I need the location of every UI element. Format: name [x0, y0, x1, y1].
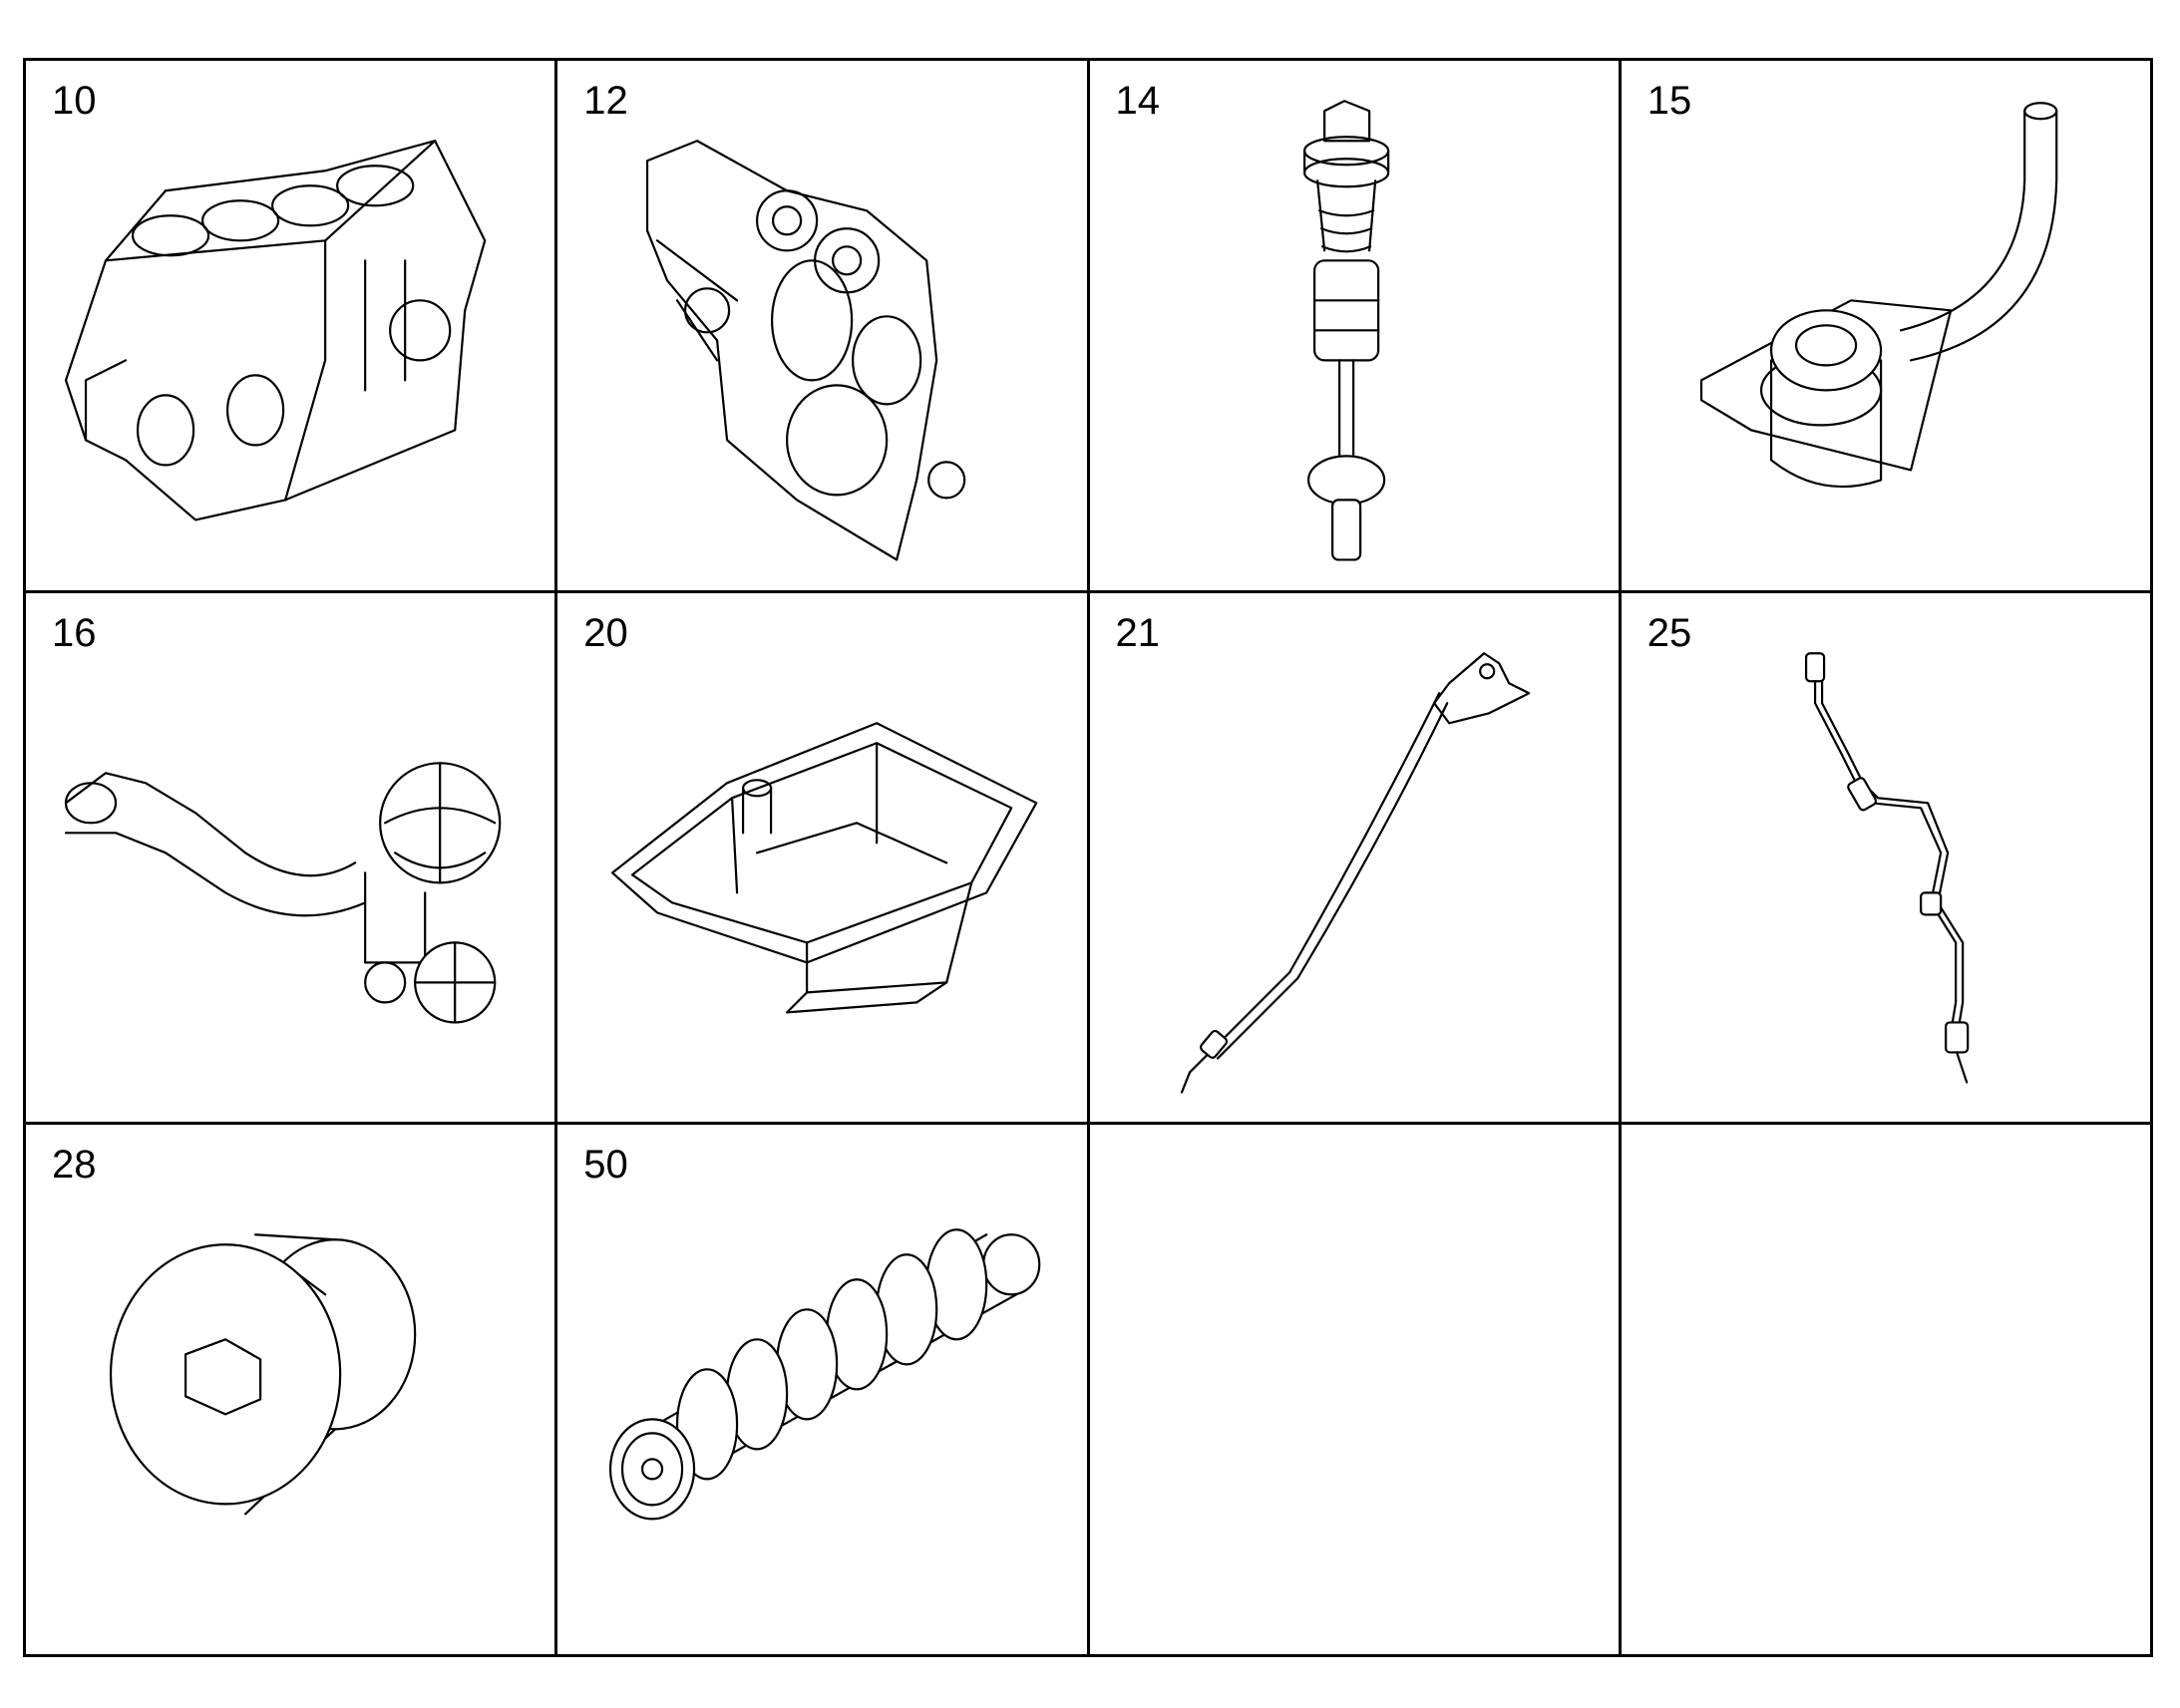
- part-number: 15: [1646, 79, 1692, 123]
- sensor-line-icon: [1804, 651, 1970, 1084]
- part-cell-28[interactable]: 28: [26, 1125, 558, 1657]
- part-cell-21[interactable]: 21: [1089, 592, 1622, 1126]
- part-cell-14[interactable]: 14: [1089, 61, 1622, 593]
- part-cell-15[interactable]: 15: [1621, 61, 2153, 593]
- part-number: 50: [583, 1143, 628, 1188]
- timing-cover-icon: [646, 140, 966, 561]
- empty-cell: [1621, 1125, 2153, 1657]
- part-cell-10[interactable]: 10: [26, 61, 558, 593]
- oil-pan-icon: [611, 721, 1038, 1014]
- engine-block-icon: [64, 140, 487, 521]
- part-number: 10: [52, 79, 97, 123]
- part-number: 28: [52, 1143, 97, 1188]
- valve-plug-icon: [1302, 100, 1389, 561]
- breather-hose-icon: [64, 761, 502, 1024]
- hex-plug-icon: [109, 1233, 417, 1516]
- empty-cell: [1089, 1125, 1622, 1657]
- part-cell-16[interactable]: 16: [26, 592, 558, 1126]
- parts-grid: 10 12: [23, 58, 2153, 1657]
- part-number: 12: [583, 79, 628, 123]
- part-cell-50[interactable]: 50: [557, 1125, 1090, 1657]
- oil-pickup-tube-icon: [1699, 102, 2058, 489]
- part-cell-25[interactable]: 25: [1621, 592, 2153, 1126]
- part-cell-12[interactable]: 12: [557, 61, 1090, 593]
- part-number: 14: [1115, 79, 1161, 123]
- part-number: 20: [583, 610, 628, 655]
- part-cell-20[interactable]: 20: [557, 592, 1090, 1126]
- crankshaft-icon: [609, 1228, 1041, 1521]
- part-number: 25: [1646, 610, 1692, 655]
- part-number: 16: [52, 610, 97, 655]
- dipstick-icon: [1180, 651, 1530, 1094]
- part-number: 21: [1115, 610, 1161, 655]
